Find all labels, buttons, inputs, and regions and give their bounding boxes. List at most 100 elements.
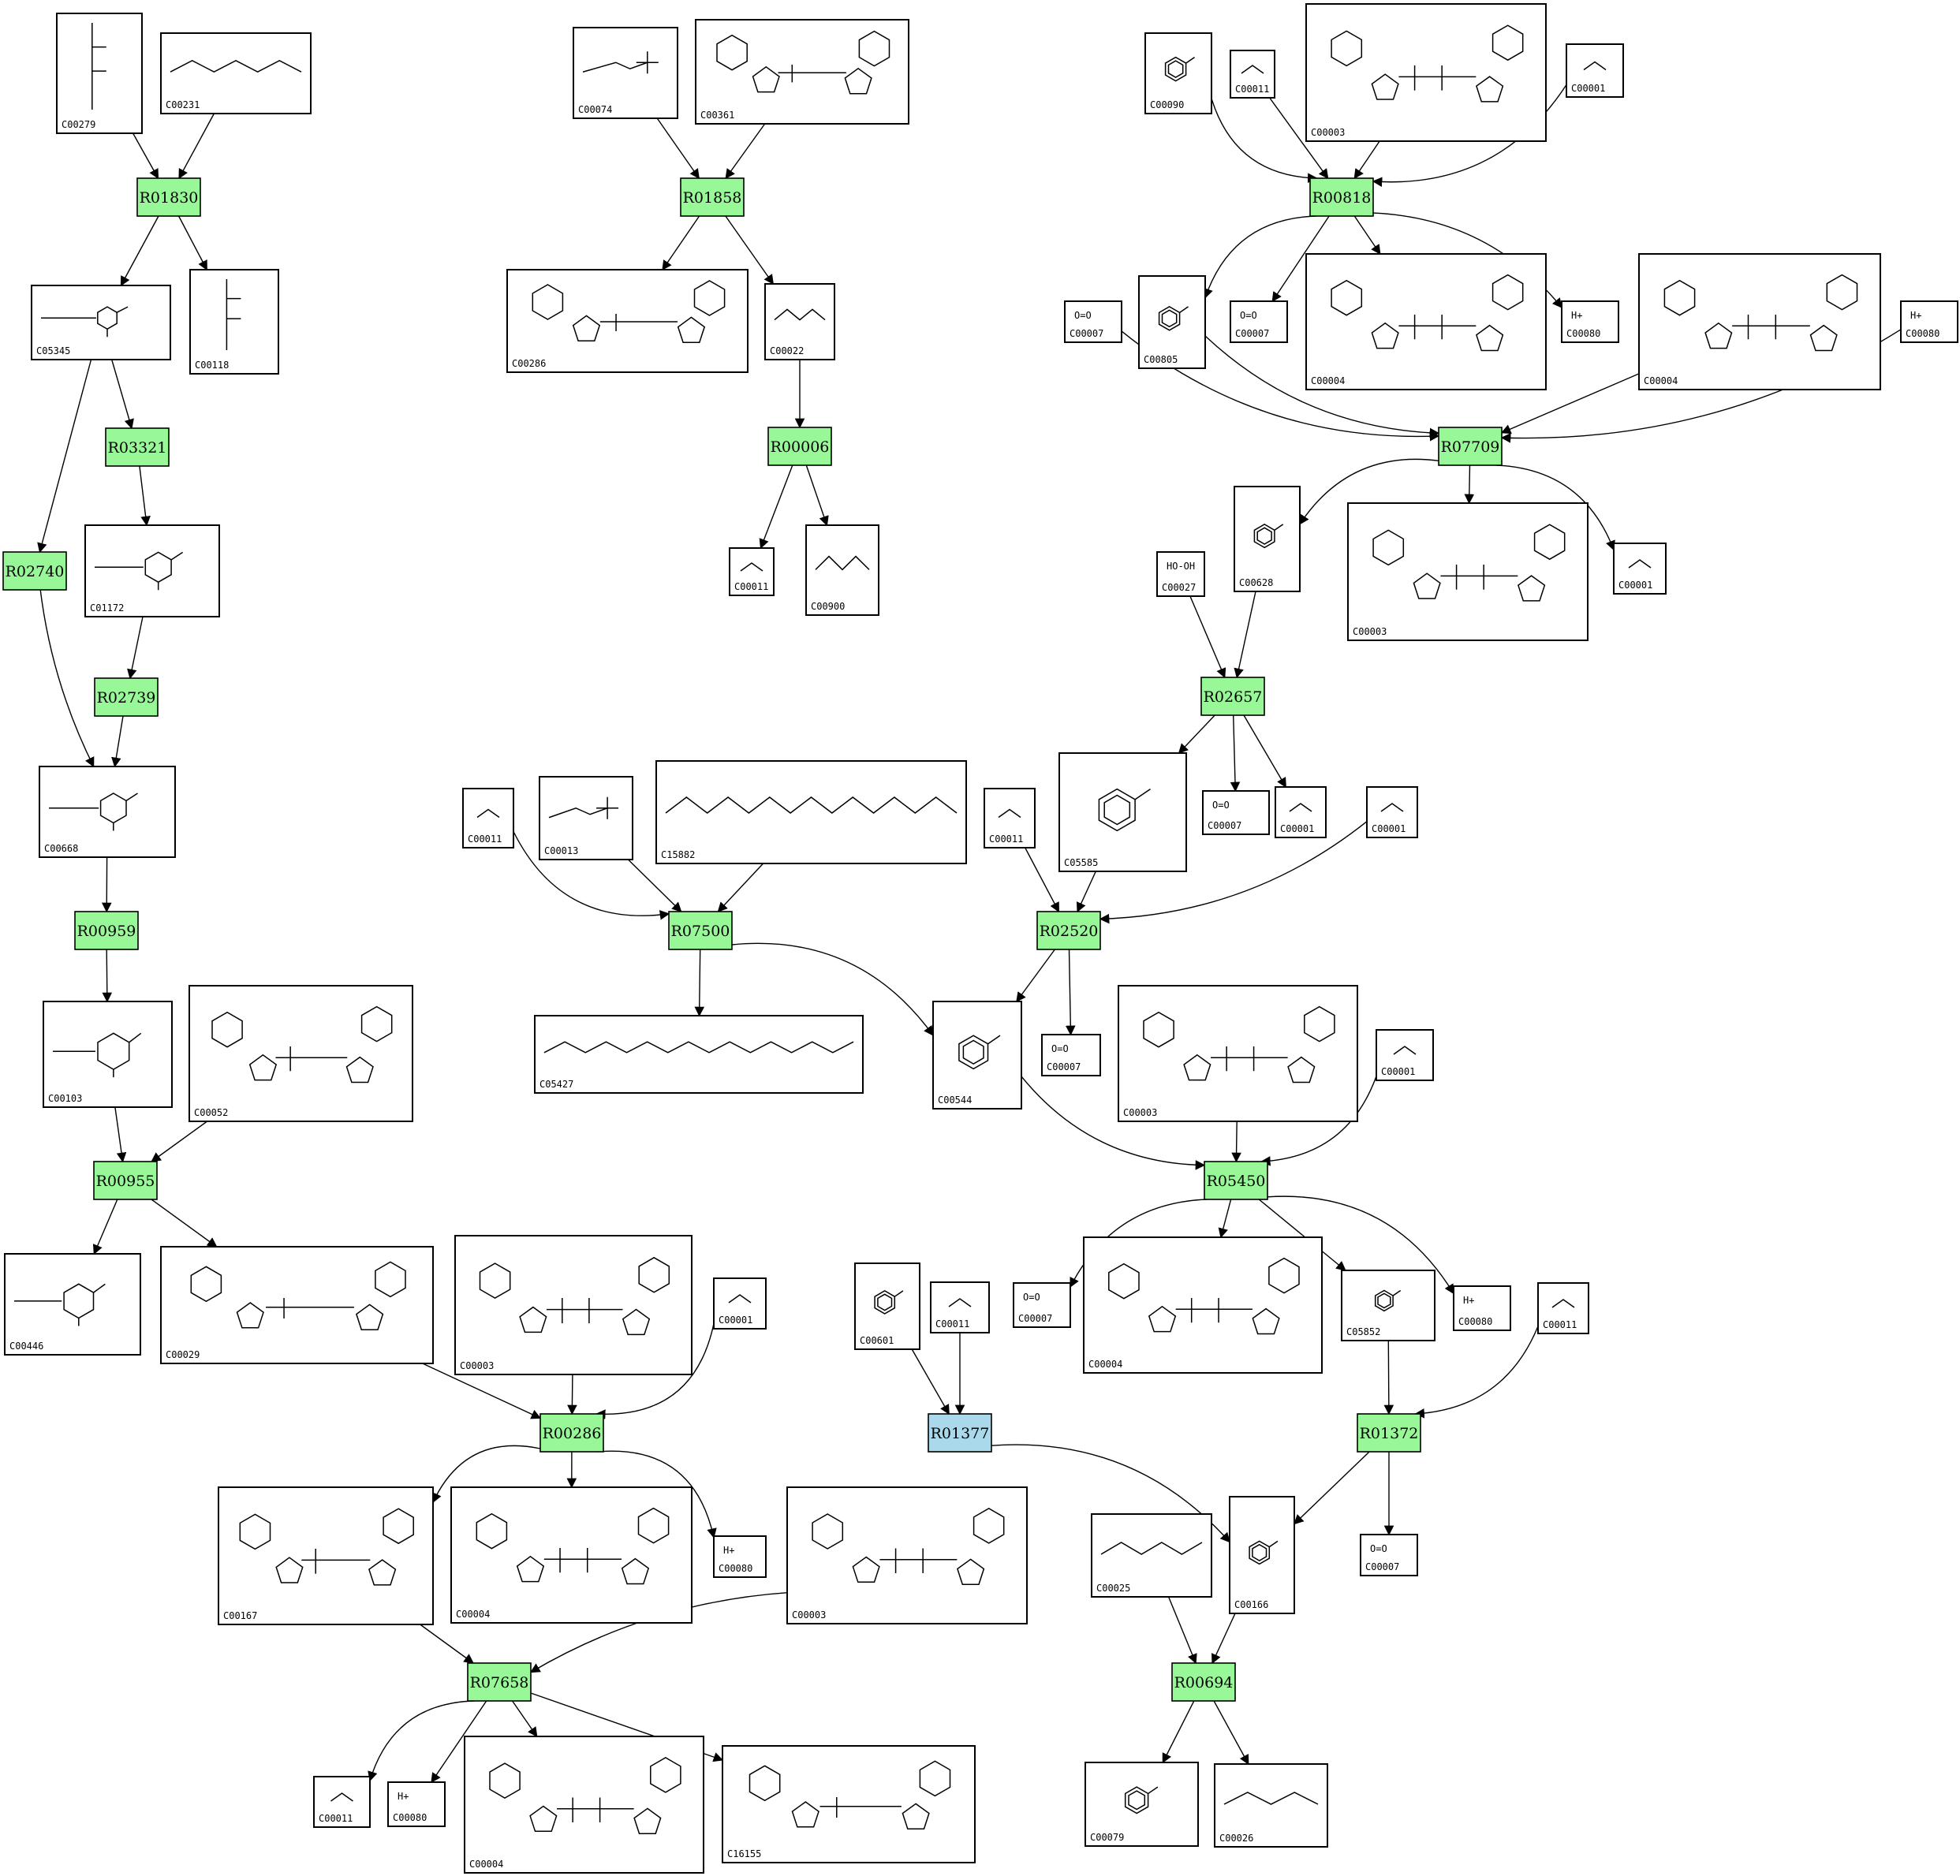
reaction-node[interactable]: R00006 — [767, 427, 832, 466]
compound-node[interactable]: C00074 — [573, 27, 678, 119]
reaction-node[interactable]: R00694 — [1171, 1662, 1236, 1702]
compound-node[interactable]: C05585 — [1058, 752, 1187, 872]
compound-node[interactable]: C00011 — [1537, 1282, 1589, 1334]
reaction-node[interactable]: R05450 — [1204, 1161, 1268, 1200]
compound-node[interactable]: C00011 — [984, 788, 1036, 848]
compound-formula: HO-OH — [1167, 561, 1195, 572]
compound-node[interactable]: C00900 — [805, 524, 879, 616]
compound-node[interactable]: H+C00080 — [1453, 1285, 1511, 1331]
compound-node[interactable]: C00001 — [713, 1277, 767, 1330]
compound-node[interactable]: C00001 — [1275, 786, 1327, 838]
reaction-id-label: R01830 — [140, 189, 199, 207]
compound-node[interactable]: C00167 — [218, 1486, 434, 1625]
reaction-node[interactable]: R01377 — [928, 1413, 992, 1453]
compound-node[interactable]: C05427 — [534, 1015, 864, 1094]
reaction-node[interactable]: R03321 — [105, 427, 170, 467]
compound-node[interactable]: C00003 — [1347, 502, 1589, 641]
reaction-node[interactable]: R01858 — [680, 177, 745, 217]
structure-drawing — [948, 1298, 972, 1307]
reaction-node[interactable]: R02520 — [1036, 911, 1101, 950]
compound-node[interactable]: H+C00080 — [1900, 300, 1958, 343]
compound-node[interactable]: C00004 — [450, 1486, 693, 1624]
structure-drawing — [543, 1041, 854, 1054]
reaction-node[interactable]: R02657 — [1200, 677, 1265, 716]
reaction-arrow — [1271, 215, 1330, 303]
structure-drawing — [958, 1035, 1001, 1070]
compound-node[interactable]: C00279 — [56, 13, 143, 134]
compound-node[interactable]: H+C00080 — [1561, 300, 1619, 343]
compound-node[interactable]: C00004 — [464, 1736, 704, 1874]
compound-node[interactable]: C00025 — [1091, 1513, 1212, 1598]
compound-node[interactable]: C05852 — [1341, 1270, 1435, 1341]
compound-node[interactable]: C00022 — [764, 283, 835, 360]
compound-node[interactable]: C00668 — [39, 766, 176, 858]
compound-node[interactable]: C00013 — [539, 776, 633, 860]
compound-node[interactable]: C00003 — [1305, 3, 1547, 142]
compound-node[interactable]: C00026 — [1214, 1763, 1328, 1848]
reaction-arrow — [1414, 1326, 1539, 1419]
compound-node[interactable]: C16155 — [722, 1745, 976, 1863]
compound-node[interactable]: C00004 — [1305, 253, 1547, 390]
compound-node[interactable]: C00001 — [1376, 1029, 1434, 1081]
compound-node[interactable]: C00090 — [1144, 32, 1212, 114]
compound-node[interactable]: C15882 — [655, 760, 967, 864]
compound-node[interactable]: C00011 — [462, 788, 514, 848]
reaction-node[interactable]: R01830 — [136, 177, 201, 217]
compound-node[interactable]: C00805 — [1138, 275, 1206, 369]
compound-node[interactable]: C00004 — [1083, 1236, 1323, 1374]
compound-node[interactable]: C00003 — [1118, 985, 1358, 1122]
reaction-node[interactable]: R07500 — [668, 911, 733, 950]
compound-node[interactable]: C00011 — [1230, 50, 1275, 99]
compound-node[interactable]: C00118 — [189, 269, 279, 375]
compound-node[interactable]: C00011 — [313, 1776, 371, 1828]
reaction-node[interactable]: R01372 — [1357, 1413, 1421, 1453]
compound-node[interactable]: H+C00080 — [713, 1535, 767, 1578]
compound-node[interactable]: C00231 — [160, 32, 312, 114]
reaction-node[interactable]: R07709 — [1438, 427, 1503, 466]
reaction-arrow — [1500, 373, 1640, 435]
compound-node[interactable]: C00361 — [695, 19, 909, 125]
compound-node[interactable]: C00001 — [1366, 786, 1418, 838]
compound-node[interactable]: C00079 — [1085, 1762, 1199, 1847]
reaction-node[interactable]: R02740 — [2, 551, 67, 591]
reaction-arrow — [1203, 215, 1316, 299]
structure-drawing — [774, 308, 826, 321]
reaction-node[interactable]: R00959 — [74, 911, 139, 950]
compound-id-label: C00007 — [1365, 1561, 1399, 1572]
compound-node[interactable]: C00001 — [1613, 543, 1667, 595]
compound-node[interactable]: C00544 — [932, 1001, 1022, 1110]
reaction-node[interactable]: R00286 — [539, 1413, 604, 1453]
compound-node[interactable]: C00166 — [1229, 1496, 1295, 1614]
reaction-node[interactable]: R00955 — [93, 1161, 158, 1200]
compound-node[interactable]: C00004 — [1638, 253, 1881, 390]
compound-node[interactable]: C00446 — [4, 1253, 141, 1356]
compound-node[interactable]: H+C00080 — [387, 1781, 446, 1827]
compound-node[interactable]: C00286 — [506, 269, 749, 373]
compound-node[interactable]: C00052 — [189, 985, 413, 1122]
compound-node[interactable]: C00003 — [454, 1235, 693, 1375]
compound-node[interactable]: C01172 — [84, 524, 220, 617]
reaction-node[interactable]: R00818 — [1309, 177, 1374, 217]
compound-node[interactable]: C00003 — [786, 1486, 1028, 1624]
reaction-arrow — [567, 1374, 577, 1415]
compound-node[interactable]: C00011 — [729, 547, 775, 596]
compound-node[interactable]: C00628 — [1234, 486, 1301, 592]
structure-drawing — [489, 1757, 681, 1834]
compound-node[interactable]: C00029 — [160, 1246, 434, 1364]
compound-node[interactable]: C00001 — [1566, 43, 1624, 98]
reaction-node[interactable]: R07658 — [467, 1662, 532, 1702]
compound-node[interactable]: C05345 — [31, 285, 171, 360]
compound-node[interactable]: C00011 — [930, 1281, 990, 1333]
compound-node[interactable]: C00601 — [854, 1262, 920, 1350]
reaction-node[interactable]: R02739 — [94, 677, 159, 717]
reaction-arrow — [725, 215, 775, 285]
compound-node[interactable]: C00103 — [43, 1001, 173, 1108]
